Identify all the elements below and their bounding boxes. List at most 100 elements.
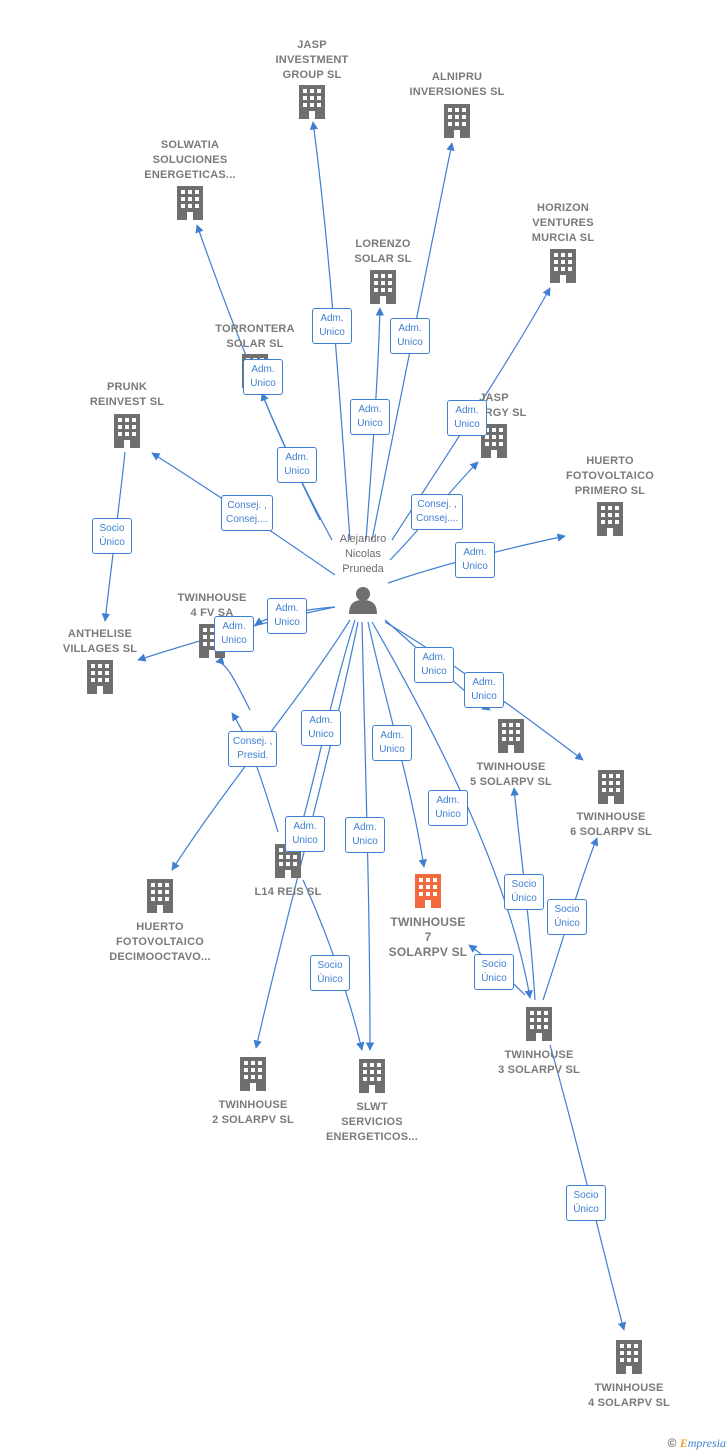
edge-label-jasp-inv[interactable]: Adm.Unico — [312, 308, 352, 344]
building-icon[interactable] — [550, 249, 576, 283]
edge-label-tw4fv[interactable]: Adm.Unico — [267, 598, 307, 634]
edge-label-line: Adm. — [455, 405, 479, 416]
edge-label-line: Socio — [554, 904, 580, 915]
edge-label-tw6[interactable]: Adm.Unico — [464, 672, 504, 708]
company-label-line: L14 REIS SL — [254, 886, 322, 898]
edge-label-alnipru[interactable]: Adm.Unico — [390, 318, 430, 354]
edge-label-prunk[interactable]: Consej. ,Consej.... — [221, 495, 274, 531]
building-icon[interactable] — [177, 186, 203, 220]
building-icon[interactable] — [147, 879, 173, 913]
company-label-line: TORRONTERA — [215, 323, 295, 335]
company-label-line: ENERGETICAS... — [144, 169, 236, 181]
edge-label-line: Consej. , — [227, 500, 267, 511]
edge-label-line: Adm. — [436, 795, 460, 806]
building-icon[interactable] — [370, 270, 396, 304]
edge-label-line: Unico — [221, 635, 247, 646]
edge-label-solwatia[interactable]: Adm.Unico — [243, 359, 283, 395]
company-label-line: 4 SOLARPV SL — [588, 1397, 670, 1409]
building-icon[interactable] — [444, 104, 470, 138]
building-icon[interactable] — [87, 660, 113, 694]
building-icon[interactable] — [359, 1059, 385, 1093]
company-label-tw4[interactable]: TWINHOUSE 4 SOLARPV SL — [554, 1381, 704, 1411]
edge-label-anthelise[interactable]: Adm.Unico — [214, 616, 254, 652]
building-icon[interactable] — [597, 502, 623, 536]
person-name-line: Alejandro — [339, 533, 387, 545]
company-label-line: INVESTMENT — [275, 54, 349, 66]
building-icon[interactable] — [526, 1007, 552, 1041]
copyright-symbol: © — [667, 1436, 677, 1450]
edge-label-line: Adm. — [309, 715, 333, 726]
edge-label-huerto-primero[interactable]: Adm.Unico — [455, 542, 495, 578]
company-label-line: REINVEST SL — [89, 396, 165, 408]
edge-label-line: Socio — [573, 1190, 599, 1201]
company-label-solwatia[interactable]: SOLWATIA SOLUCIONES ENERGETICAS... — [115, 138, 265, 183]
edge-label-torrontera[interactable]: Adm.Unico — [277, 447, 317, 483]
edge-label-line: Adm. — [293, 821, 317, 832]
icons-layer — [87, 85, 642, 1374]
edge-label-line: Unico — [379, 744, 405, 755]
edge-label-horizon[interactable]: Adm. Unico — [447, 400, 487, 436]
building-icon[interactable] — [598, 770, 624, 804]
footer-brand: © Empresia — [668, 1436, 726, 1451]
edge-label-tw7[interactable]: Adm.Unico — [372, 725, 412, 761]
company-label-l14[interactable]: L14 REIS SL — [213, 885, 363, 900]
company-label-line: VILLAGES SL — [62, 643, 138, 655]
edge-label-lorenzo[interactable]: Adm.Unico — [350, 399, 390, 435]
building-icon[interactable] — [240, 1057, 266, 1091]
company-label-line: LORENZO — [355, 238, 411, 250]
person-name-line: Nicolas — [344, 548, 382, 560]
building-icon-highlight[interactable] — [415, 874, 441, 908]
company-label-line: SOLUCIONES — [152, 154, 228, 166]
building-icon[interactable] — [114, 414, 140, 448]
edge-label-line: Consej.... — [416, 513, 459, 524]
company-label-line: ENERGY SL — [461, 407, 527, 419]
edge-label-line: Unico — [274, 617, 300, 628]
edge-label-huerto-18[interactable]: Consej. ,Presid. — [228, 731, 278, 767]
company-label-line: FOTOVOLTAICO — [116, 936, 204, 948]
building-icon[interactable] — [498, 719, 524, 753]
company-label-line: SOLWATIA — [160, 139, 220, 151]
company-label-line: TWINHOUSE — [218, 1099, 288, 1111]
person-name-line: Pruneda — [342, 563, 384, 575]
edge-label-tw2[interactable]: Adm.Unico — [285, 816, 325, 852]
relationship-edge — [371, 621, 533, 999]
company-label-line: 4 FV SA — [190, 607, 234, 619]
edge-label-jasp-energy[interactable]: Consej. ,Consej.... — [411, 494, 464, 530]
edge-label-tw3[interactable]: Adm.Unico — [428, 790, 468, 826]
edge-label-slwt[interactable]: Adm.Unico — [345, 817, 385, 853]
edge-label-line: Único — [573, 1204, 599, 1215]
person-icon[interactable] — [349, 587, 377, 614]
edge-label-line: Unico — [454, 419, 480, 430]
edge-label-line: Unico — [319, 327, 345, 338]
edge-label-tw5[interactable]: Adm.Unico — [414, 647, 454, 683]
company-label-line: TWINHOUSE — [594, 1382, 664, 1394]
company-label-line: HUERTO — [586, 455, 634, 467]
building-icon[interactable] — [616, 1340, 642, 1374]
edge-label-l14[interactable]: Adm.Unico — [301, 710, 341, 746]
building-icon[interactable] — [299, 85, 325, 119]
